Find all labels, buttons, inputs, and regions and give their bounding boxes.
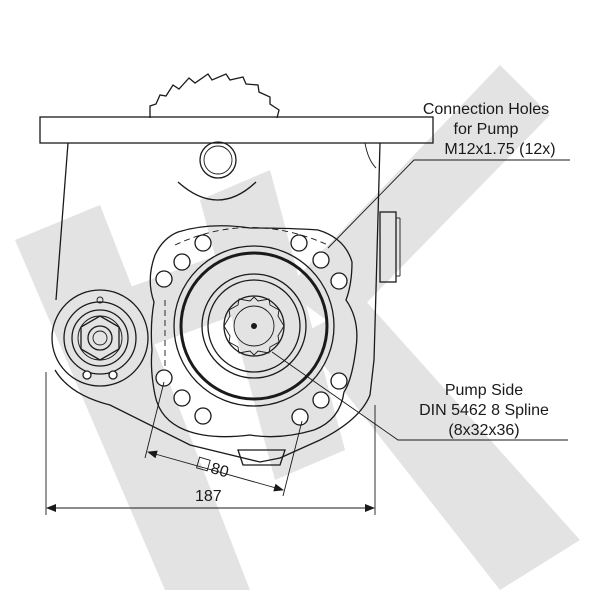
pump-side-line3: (8x32x36) bbox=[448, 422, 519, 439]
dim-80-value: 80 bbox=[209, 460, 231, 481]
side-boss bbox=[379, 211, 397, 283]
connection-holes-line2: for Pump bbox=[454, 121, 519, 138]
dim-80-line bbox=[147, 450, 284, 492]
dim-80-ext-right bbox=[282, 420, 303, 497]
bolt-hole bbox=[194, 407, 212, 425]
mounting-flange bbox=[39, 116, 434, 144]
pump-side-callout: Pump Side DIN 5462 8 Spline (8x32x36) bbox=[419, 382, 549, 439]
plug-arc bbox=[177, 181, 257, 201]
spline-inner bbox=[233, 305, 275, 347]
pilot-bore bbox=[173, 245, 335, 407]
housing-body bbox=[54, 142, 381, 463]
connection-holes-callout: Connection Holes for Pump M12x1.75 (12x) bbox=[423, 101, 556, 158]
bolt-hole bbox=[290, 234, 308, 252]
bolt-hole bbox=[330, 372, 348, 390]
side-port-fitting bbox=[51, 289, 149, 387]
gear-teeth bbox=[149, 73, 280, 119]
dim-80-ext-left bbox=[144, 381, 165, 459]
pump-side-line2: DIN 5462 8 Spline bbox=[419, 402, 549, 419]
bolt-hole bbox=[312, 391, 330, 409]
pitch-circle bbox=[164, 227, 329, 370]
pump-flange bbox=[149, 225, 358, 438]
shaft-collar bbox=[207, 279, 301, 373]
bolt-hole bbox=[312, 251, 330, 269]
pump-side-leader bbox=[271, 351, 568, 441]
connection-holes-leader bbox=[327, 159, 570, 249]
bolt-hole bbox=[173, 389, 191, 407]
bolt-hole bbox=[173, 253, 191, 271]
bolt-hole bbox=[330, 272, 348, 290]
bolt-hole bbox=[194, 234, 212, 252]
connection-holes-line1: Connection Holes bbox=[423, 101, 549, 118]
pump-side-line1: Pump Side bbox=[445, 382, 523, 399]
pilot-ring bbox=[179, 251, 329, 401]
shaft-center bbox=[251, 323, 257, 329]
bolt-hole bbox=[291, 408, 309, 426]
square-symbol bbox=[196, 456, 211, 472]
bolt-holes bbox=[155, 234, 348, 426]
bolt-hole bbox=[155, 270, 173, 288]
spline-teeth bbox=[223, 296, 285, 356]
bolt-hole bbox=[155, 369, 173, 387]
dim-80-label: 80 bbox=[196, 456, 231, 481]
connection-holes-line3: M12x1.75 (12x) bbox=[444, 141, 555, 158]
oil-plug bbox=[199, 141, 237, 179]
dim-187-value: 187 bbox=[195, 488, 222, 505]
shaft-outer bbox=[201, 273, 307, 379]
